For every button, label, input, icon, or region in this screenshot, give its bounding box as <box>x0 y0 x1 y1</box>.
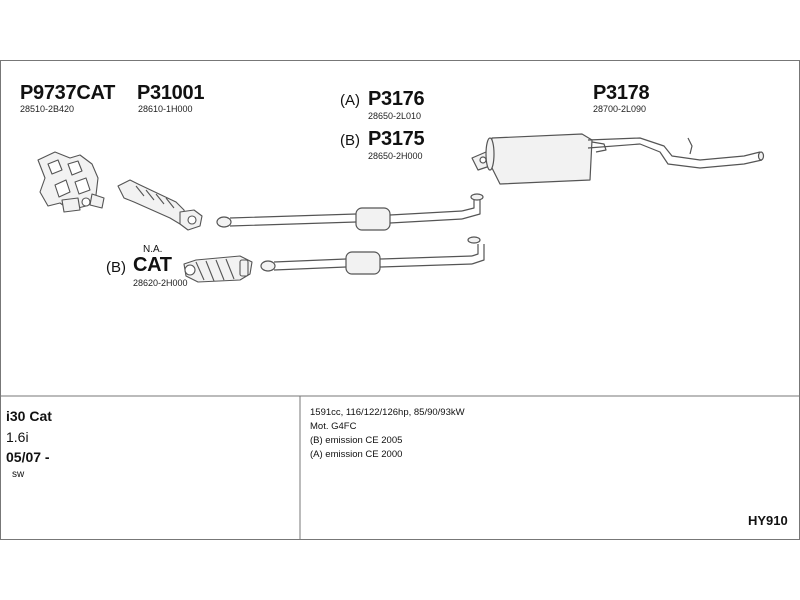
spec-line-emission-a: (A) emission CE 2000 <box>310 449 403 460</box>
part-code-p9737cat: P9737CAT <box>20 82 116 104</box>
vehicle-year: 05/07 - <box>6 449 50 465</box>
part-code-p3176: P3176 <box>368 88 425 110</box>
exhaust-manifold-part[interactable] <box>37 151 105 213</box>
spec-list: 1591cc, 116/122/126hp, 85/90/93kW Mot. G… <box>310 406 465 462</box>
centre-pipe-a-part[interactable] <box>216 193 484 231</box>
part-number-p3178: 28700-2L090 <box>593 104 647 114</box>
exhaust-diagram <box>0 60 800 540</box>
vehicle-body: sw <box>12 469 25 480</box>
rear-silencer-part[interactable] <box>471 133 765 185</box>
variant-prefix-p3175: (B) <box>340 132 360 149</box>
spec-line-displacement: 1591cc, 116/122/126hp, 85/90/93kW <box>310 407 465 418</box>
vehicle-engine: 1.6i <box>6 429 29 445</box>
variant-prefix-cat: (B) <box>106 259 126 276</box>
vehicle-model: i30 Cat <box>6 408 52 424</box>
part-number-p3176: 28650-2L010 <box>368 111 422 121</box>
variant-prefix-p3176: (A) <box>340 92 360 109</box>
catalytic-converter-part[interactable] <box>183 255 253 283</box>
part-code-p3178: P3178 <box>593 82 650 104</box>
centre-pipe-b-part[interactable] <box>260 236 485 275</box>
part-code-cat: CAT <box>133 254 172 276</box>
part-code-p31001: P31001 <box>137 82 205 104</box>
part-number-p3175: 28650-2H000 <box>368 151 423 161</box>
diagram-code: HY910 <box>748 513 788 528</box>
spec-line-emission-b: (B) emission CE 2005 <box>310 435 403 446</box>
part-code-p3175: P3175 <box>368 128 425 150</box>
part-number-p9737cat: 28510-2B420 <box>20 104 75 114</box>
spec-line-engine-code: Mot. G4FC <box>310 421 357 432</box>
part-number-cat: 28620-2H000 <box>133 278 188 288</box>
flex-pipe-part[interactable] <box>117 179 203 231</box>
part-number-p31001: 28610-1H000 <box>138 104 193 114</box>
cat-note: N.A. <box>143 244 163 255</box>
